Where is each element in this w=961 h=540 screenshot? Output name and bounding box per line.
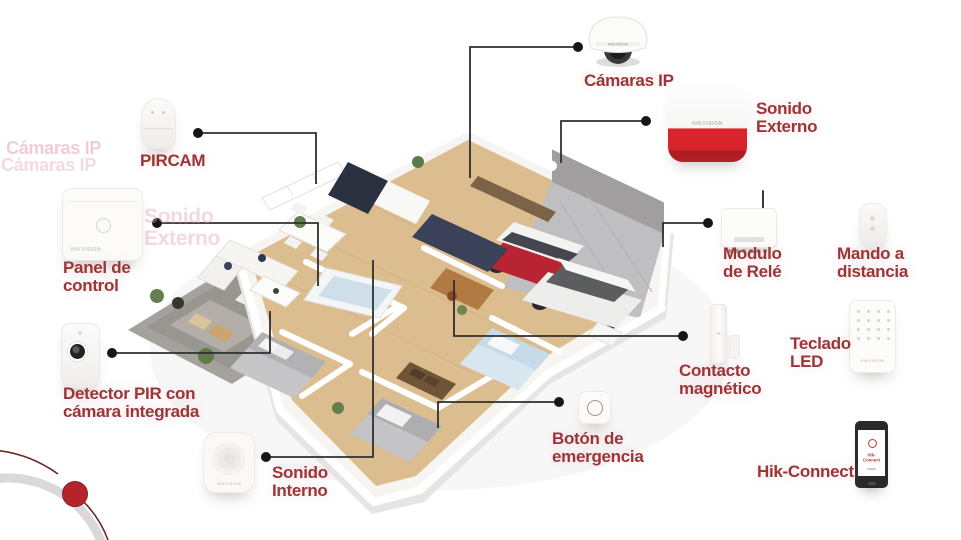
callout-detector-pir	[107, 311, 271, 358]
callout-lines	[107, 42, 713, 462]
callout-panel-control	[152, 218, 319, 286]
ghost-text-camaras-ip: Cámaras IP	[6, 138, 102, 158]
emergency-button-icon	[578, 391, 611, 424]
callout-sonido-interno	[261, 260, 374, 462]
callout-camaras-ip	[469, 42, 583, 178]
sofa	[197, 239, 301, 308]
label-panel-control: Panel de control	[63, 258, 131, 296]
decorative-circles	[0, 450, 109, 540]
pircam-icon	[141, 98, 176, 149]
label-contacto-magnetico: Contacto magnético	[679, 361, 762, 399]
grill	[172, 297, 184, 309]
label-detector-pir: Detector PIR con cámara integrada	[63, 384, 199, 422]
label-pircam: PIRCAM	[140, 151, 206, 170]
svg-text:HIKVISION: HIKVISION	[608, 42, 629, 47]
control-panel-icon: HIKVISION	[62, 188, 143, 261]
label-camaras-ip: Cámaras IP	[584, 71, 674, 90]
house-floorplan	[197, 121, 674, 514]
callout-sonido-externo	[560, 116, 651, 163]
red-dot	[62, 481, 88, 507]
callout-contacto-magnetico	[453, 280, 688, 341]
led-keypad-icon: HIKVISION	[849, 300, 896, 373]
smartphone-icon: Hik-Connect	[855, 421, 888, 488]
white-car	[522, 258, 642, 332]
pir-camera-detector-icon	[61, 323, 100, 389]
panel-brand-text: HIKVISION	[71, 247, 102, 253]
label-hik-connect: Hik-Connect	[757, 462, 854, 481]
relay-antenna	[762, 190, 764, 209]
bookshelf	[396, 362, 456, 400]
phone-app-name: Hik-Connect	[863, 452, 880, 464]
label-teclado-led: Teclado LED	[790, 334, 851, 372]
label-mando-distancia: Mando a distancia	[837, 244, 908, 282]
label-sonido-externo: Sonido Externo	[756, 99, 818, 137]
bed-gray-1	[230, 332, 326, 398]
bathroom-fixture	[587, 321, 623, 347]
hik-connect-logo	[867, 439, 877, 448]
callout-pircam	[193, 128, 317, 184]
callout-boton-emergencia	[437, 397, 564, 428]
internal-sounder-icon: HIKVISION	[203, 432, 255, 493]
label-modulo-rele: Modulo de Relé	[723, 244, 782, 282]
remote-control-icon	[859, 203, 887, 248]
sounder-brand-text: HIKVISION	[216, 481, 242, 486]
ghost-text-sonido-externo: Sonido Externo	[144, 205, 221, 251]
ip-camera-icon: HIKVISION	[586, 12, 650, 70]
kitchen	[328, 162, 556, 224]
external-siren-icon: HIKVISION	[668, 83, 747, 162]
magnetic-contact-icon	[710, 304, 740, 366]
label-sonido-interno: Sonido Interno	[272, 463, 328, 501]
callout-modulo-rele	[662, 218, 713, 247]
keypad-brand-text: HIKVISION	[860, 358, 885, 363]
siren-brand-text: HIKVISION	[692, 121, 723, 127]
relay-module-icon	[721, 190, 777, 253]
label-boton-emergencia: Botón de emergencia	[552, 429, 644, 467]
bed-blue	[460, 328, 550, 390]
